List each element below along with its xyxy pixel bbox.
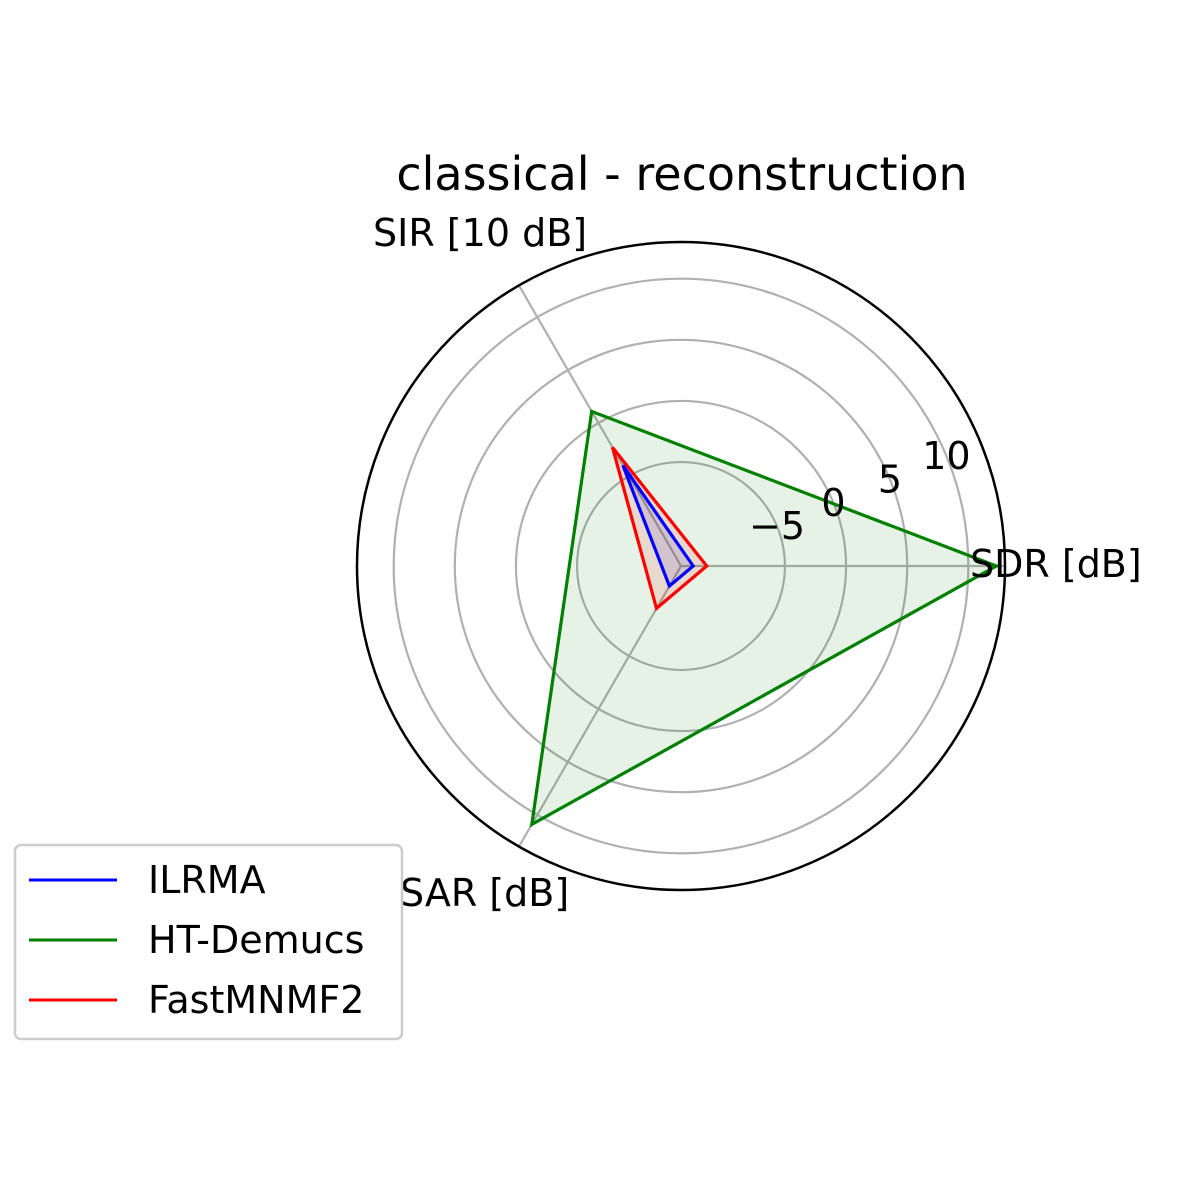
spokes xyxy=(518,284,1005,848)
radial-tick-label-3: 10 xyxy=(922,434,970,478)
legend-label-ilrma: ILRMA xyxy=(148,858,266,902)
axis-label-sdr: SDR [dB] xyxy=(970,542,1142,586)
series-fill-0 xyxy=(622,465,694,587)
axis-label-sir: SIR [10 dB] xyxy=(373,211,587,255)
radial-tick-label-0: −5 xyxy=(749,504,805,548)
series-layer xyxy=(529,409,1001,828)
series-line-0 xyxy=(621,464,696,589)
radial-tick-label-2: 5 xyxy=(878,457,902,501)
series-line-2 xyxy=(610,446,709,612)
radial-tick-labels: −5 05 10 xyxy=(749,434,971,548)
spoke-1 xyxy=(518,284,682,567)
series-fill-2 xyxy=(612,447,707,609)
legend[interactable]: ILRMA HT-Demucs FastMNMF2 xyxy=(13,843,404,1041)
spoke-2 xyxy=(518,565,682,848)
radial-tick-label-1: 0 xyxy=(821,481,845,525)
legend-label-fastmnmf2: FastMNMF2 xyxy=(148,978,364,1022)
legend-box xyxy=(13,843,404,1041)
series-fill-1 xyxy=(531,411,997,825)
outer-frame xyxy=(355,240,1007,892)
axis-label-sar: SAR [dB] xyxy=(400,871,569,915)
series-line-1 xyxy=(529,409,1001,828)
legend-label-ht-demucs: HT-Demucs xyxy=(148,918,364,962)
chart-title: classical - reconstruction xyxy=(396,147,967,201)
